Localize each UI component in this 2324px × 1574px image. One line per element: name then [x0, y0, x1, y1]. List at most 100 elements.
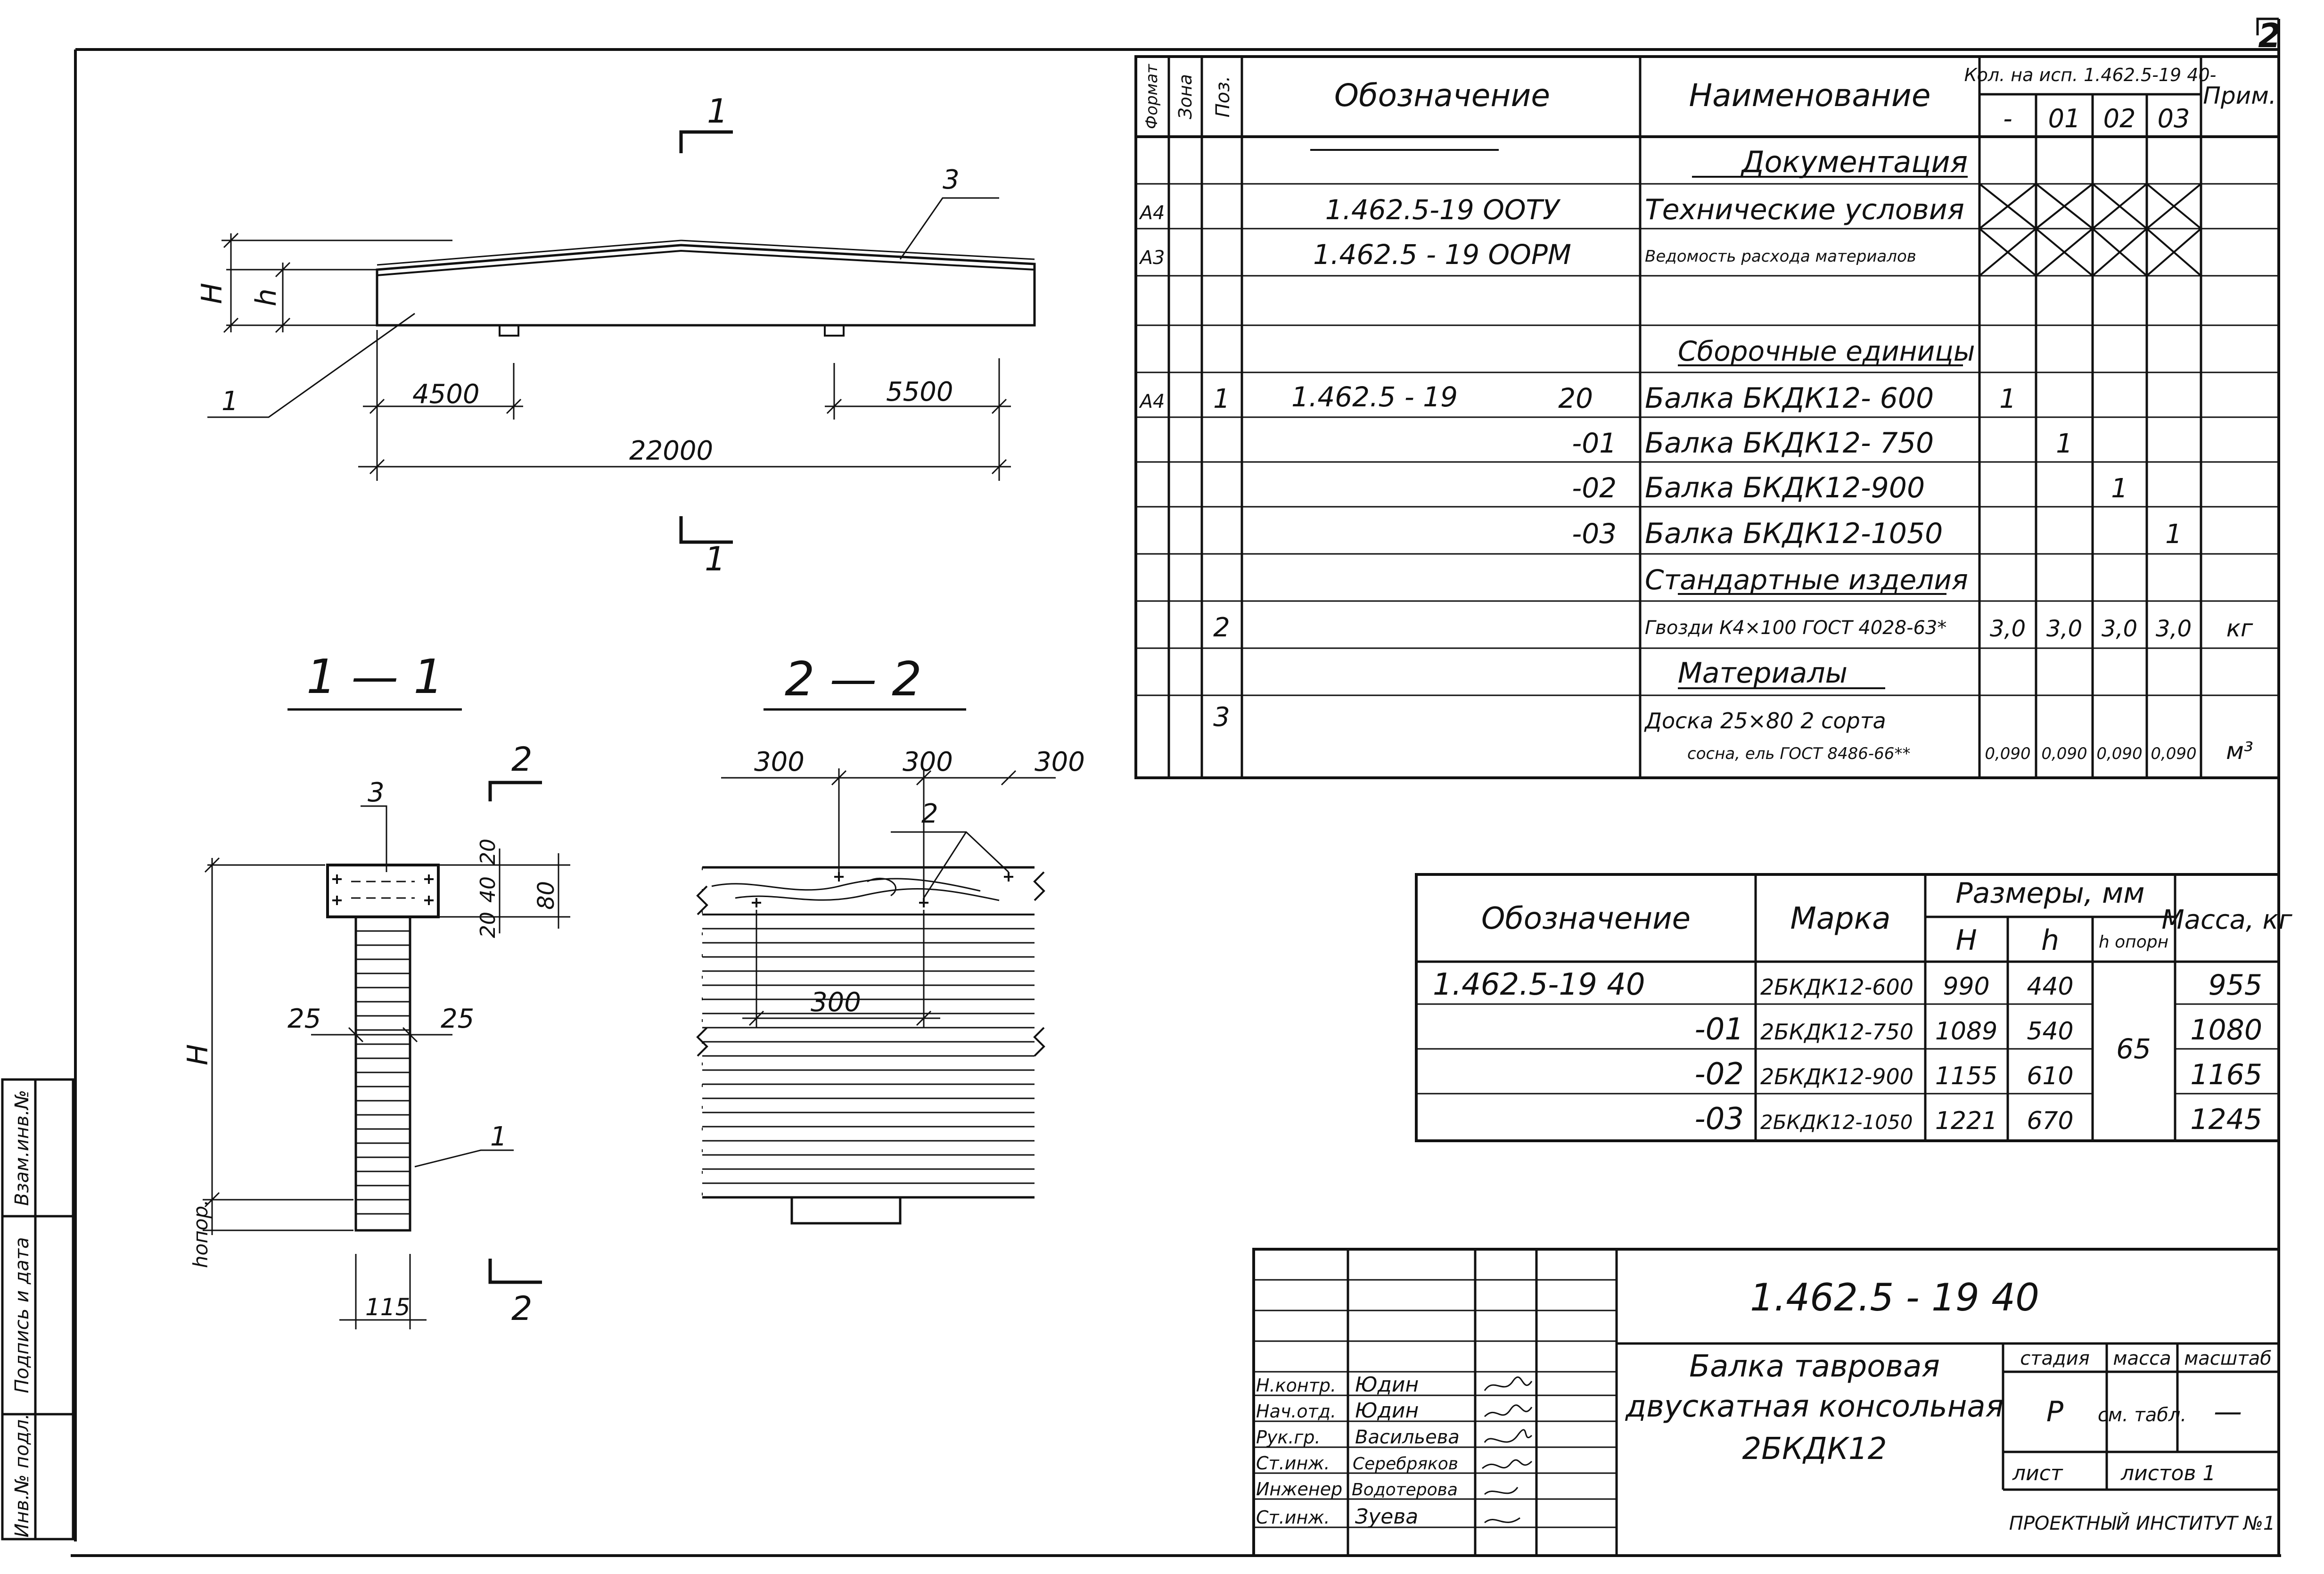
sizes-header-designation: Обозначение: [1481, 901, 1691, 936]
sec1-dim-25a: 25: [287, 1004, 321, 1034]
title-stage-value: Р: [2046, 1395, 2064, 1428]
sizes-row-h: 610: [2027, 1062, 2073, 1090]
spec-header-note: Прим.: [2203, 82, 2276, 109]
sizes-rows: 1.462.5-19 40 2БКДК12-600 990 440 955 -0…: [1433, 967, 2262, 1137]
spec-row-pos: 2: [1213, 612, 1230, 643]
section-1-title: 1 — 1: [306, 649, 443, 704]
sec1-dim-80: 80: [533, 881, 559, 910]
side-stamp: [1, 1078, 74, 1541]
spec-header-qty-0: -: [2003, 104, 2012, 133]
sizes-row-h: 670: [2027, 1107, 2073, 1135]
spec-header-qty-1: 01: [2048, 104, 2081, 133]
spec-row-qty: 3,0: [2046, 616, 2082, 642]
sec1-dim-20b: 20: [476, 912, 500, 938]
spec-row-qty: 3,0: [2102, 616, 2137, 642]
leader-pos3: 3: [943, 165, 960, 195]
spec-header-pos: Поз.: [1212, 76, 1234, 118]
signature-role: Рук.гр.: [1256, 1427, 1321, 1448]
spec-row-pos: 1: [1213, 384, 1230, 414]
section-mark-2-top: 2: [511, 740, 533, 779]
signature-role: Ст.инж.: [1256, 1453, 1330, 1474]
sec2-dim-300a: 300: [754, 747, 805, 777]
spec-table-grid: [1134, 55, 2280, 779]
spec-header-qty-3: 03: [2158, 104, 2190, 133]
dim-5500: 5500: [886, 377, 953, 407]
sizes-header-h-support: h опорн: [2099, 932, 2168, 952]
title-sheet-label: лист: [2012, 1461, 2063, 1485]
side-stamp-inv: Инв.№ подл.: [11, 1413, 33, 1537]
spec-row-name: Балка БКДК12-1050: [1645, 517, 1943, 550]
spec-rows: Документация А4 1.462.5-19 ООТУ Техничес…: [1139, 145, 2253, 765]
spec-row-name2: сосна, ель ГОСТ 8486-66**: [1687, 744, 1910, 763]
sec1-pos3: 3: [368, 777, 385, 808]
signature-role: Н.контр.: [1256, 1375, 1336, 1396]
sizes-header-dims: Размеры, мм: [1955, 877, 2144, 910]
spec-row-note: кг: [2226, 615, 2253, 642]
spec-row-qty: 1: [2165, 519, 2182, 550]
sec1-pos1: 1: [490, 1121, 507, 1152]
spec-row-qty: 0,090: [2096, 744, 2142, 763]
spec-row-qty: 1: [2056, 429, 2073, 459]
section-1-1: [203, 781, 570, 1329]
section-2-title: 2 — 2: [785, 651, 922, 707]
spec-row-name: Ведомость расхода материалов: [1645, 247, 1916, 266]
spec-row-designation: 1.462.5-19 ООТУ: [1325, 194, 1561, 226]
spec-header-zone: Зона: [1175, 74, 1196, 119]
sizes-row-h: 540: [2027, 1017, 2073, 1046]
sizes-row-h: 440: [2027, 972, 2073, 1001]
spec-row-suffix: -01: [1572, 427, 1617, 459]
signature-name: Зуева: [1355, 1505, 1418, 1529]
sizes-table-grid: [1415, 873, 2280, 1142]
sizes-row-H: 1089: [1935, 1017, 1997, 1046]
sec2-dim-300c: 300: [1035, 747, 1085, 777]
spec-row-name: Балка БКДК12- 750: [1645, 427, 1934, 460]
sizes-h-support-value: 65: [2116, 1033, 2151, 1065]
beam-elevation: [207, 130, 1036, 544]
spec-row-name: Материалы: [1678, 657, 1848, 690]
title-scale-label: масштаб: [2184, 1348, 2272, 1369]
sec2-dim-300d: 300: [811, 987, 861, 1018]
spec-row-name: Доска 25×80 2 сорта: [1644, 708, 1886, 733]
title-scale-value: —: [2214, 1395, 2242, 1428]
sizes-row-H: 1221: [1935, 1107, 1997, 1135]
spec-row-designation: 1.462.5 - 19: [1291, 381, 1458, 413]
title-mass-value: см. табл.: [2098, 1404, 2186, 1426]
title-mass-label: масса: [2113, 1348, 2171, 1369]
side-stamp-replace: Взам.инв.№: [11, 1090, 33, 1206]
sizes-row-mark: 2БКДК12-900: [1760, 1064, 1913, 1089]
spec-row-suffix: -02: [1572, 472, 1617, 504]
section-mark-2-bottom: 2: [511, 1289, 533, 1328]
section-2-2: [696, 768, 1056, 1225]
spec-row-qty: 0,090: [1985, 744, 2030, 763]
spec-row-name: Технические условия: [1645, 193, 1964, 226]
sizes-row-designation: -03: [1694, 1102, 1744, 1137]
spec-row-format: А4: [1139, 391, 1165, 412]
sec1-dim-115: 115: [365, 1294, 410, 1321]
spec-header-format: Формат: [1142, 64, 1161, 129]
sizes-row-mark: 2БКДК12-600: [1760, 974, 1913, 1000]
signature-name: Серебряков: [1353, 1454, 1458, 1474]
title-line-3: 2БКДК12: [1742, 1432, 1887, 1467]
sec1-dim-25b: 25: [441, 1004, 474, 1034]
sec1-dim-20a: 20: [476, 839, 500, 865]
title-block-grid: [1252, 1248, 2280, 1557]
dim-h: h: [250, 288, 283, 306]
leader-pos1: 1: [222, 386, 238, 417]
title-stage-label: стадия: [2020, 1348, 2090, 1369]
sizes-row-mass: 1245: [2190, 1103, 2262, 1136]
spec-header-name: Наименование: [1689, 77, 1931, 114]
beam-top-board: [377, 249, 1035, 276]
spec-header-designation: Обозначение: [1334, 77, 1550, 114]
spec-row-name: Гвозди К4×100 ГОСТ 4028-63*: [1645, 617, 1946, 639]
sizes-row-mass: 1165: [2190, 1058, 2262, 1091]
sizes-header-mass: Масса, кг: [2161, 905, 2292, 935]
spec-row-qty: 3,0: [1990, 616, 2026, 642]
spec-row-qty: 0,090: [2041, 744, 2087, 763]
section-web: [354, 915, 411, 1232]
sizes-header-h: h: [2041, 924, 2059, 957]
spec-row-format: А3: [1139, 247, 1165, 269]
page-number: 2: [2258, 16, 2281, 55]
sizes-row-mass: 955: [2208, 969, 2262, 1002]
spec-row-name: Балка БКДК12- 600: [1645, 382, 1934, 415]
